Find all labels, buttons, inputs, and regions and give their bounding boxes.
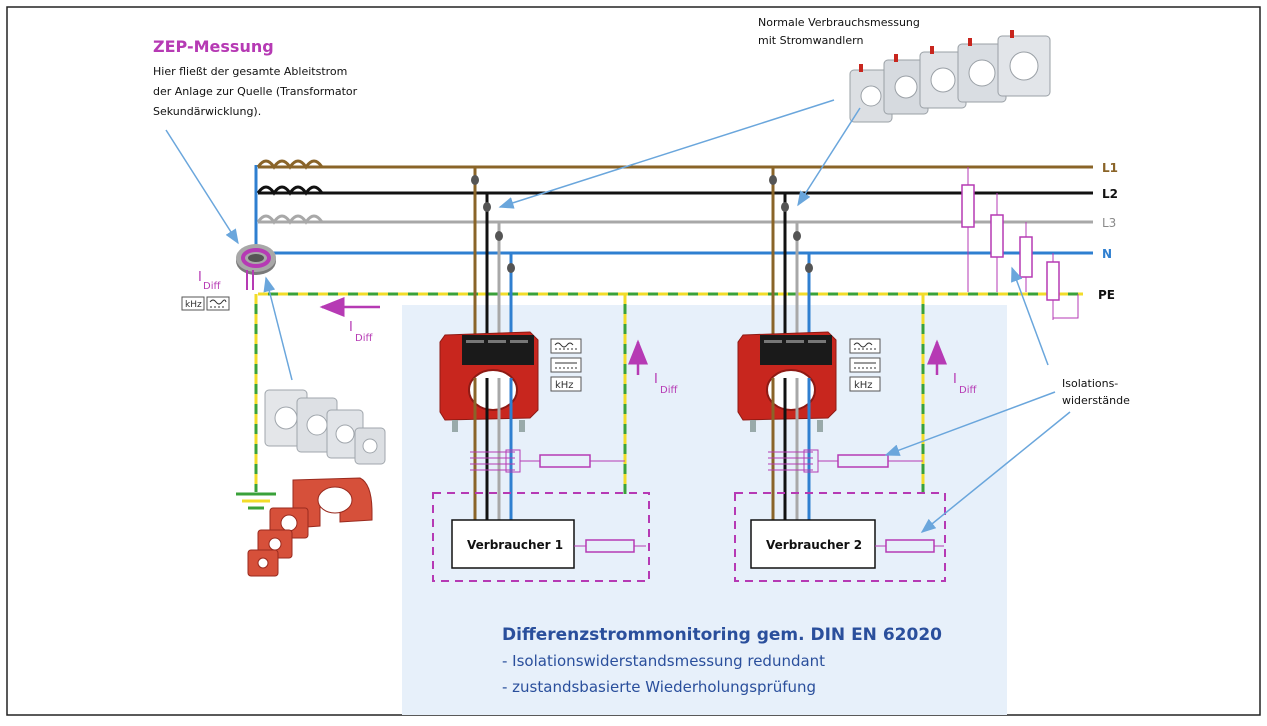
footer-item-2: - zustandsbasierte Wiederholungsprüfung <box>502 678 816 696</box>
zep-desc-2: der Anlage zur Quelle (Transformator <box>153 85 358 98</box>
svg-text:I: I <box>654 372 658 387</box>
ground-symbol <box>236 492 276 510</box>
rcm1-indicators: kHz <box>550 338 582 392</box>
insulation-pointer-bottom <box>920 411 1071 533</box>
svg-text:kHz: kHz <box>854 380 873 391</box>
coil-l2 <box>256 185 324 196</box>
svg-text:I: I <box>349 320 353 335</box>
consumer2-dashed-box <box>734 492 946 582</box>
label-l2: L2 <box>1102 187 1118 201</box>
normal-pointer-2 <box>797 107 861 207</box>
svg-text:I: I <box>198 270 202 285</box>
rcm2-indicators: kHz <box>849 338 881 392</box>
svg-text:I: I <box>953 372 957 387</box>
feeder1-insulation <box>470 449 625 473</box>
line-insulation-resistors <box>961 167 1079 320</box>
coil-l1 <box>256 159 324 170</box>
insulation-label-2: widerstände <box>1062 394 1130 407</box>
zep-title: ZEP-Messung <box>153 37 274 56</box>
label-l3: L3 <box>1102 216 1116 230</box>
idiff-arrow-feeder2: I Diff <box>927 339 977 396</box>
zep-desc-3: Sekundärwicklung). <box>153 105 261 118</box>
consumer1-dashed-box <box>432 492 650 582</box>
footer-title: Differenzstrommonitoring gem. DIN EN 620… <box>502 625 942 645</box>
feeder2-insulation <box>768 449 923 473</box>
svg-text:Diff: Diff <box>355 333 373 344</box>
rcm-transformer-2 <box>737 331 837 432</box>
label-n: N <box>1102 247 1112 261</box>
zep-current-transformer <box>236 244 276 290</box>
consumer-1: Verbraucher 1 <box>451 519 646 569</box>
insulation-pointer-mid <box>884 391 1056 456</box>
normal-pointer-1 <box>498 99 835 209</box>
ct-photo-pointer <box>263 276 293 381</box>
normal-measurement-line2: mit Stromwandlern <box>758 34 863 47</box>
zep-ac-box <box>206 296 230 311</box>
zep-khz-box: kHz <box>181 296 205 311</box>
normal-measurement-line1: Normale Verbrauchsmessung <box>758 16 920 29</box>
insulation-label-1: Isolations- <box>1062 377 1118 390</box>
svg-text:Diff: Diff <box>660 385 678 396</box>
bus-lines <box>254 159 1093 492</box>
label-l1: L1 <box>1102 161 1118 175</box>
consumer2-label: Verbraucher 2 <box>766 538 862 552</box>
consumer-2: Verbraucher 2 <box>750 519 944 569</box>
footer-item-1: - Isolationswiderstandsmessung redundant <box>502 652 825 670</box>
coil-l3 <box>256 214 324 225</box>
insulation-pointer-top <box>1011 266 1049 366</box>
consumer1-label: Verbraucher 1 <box>467 538 563 552</box>
ct-photo-left-white <box>264 389 386 465</box>
svg-text:Diff: Diff <box>203 281 221 292</box>
zep-pointer <box>165 129 239 245</box>
rcm-transformer-1 <box>439 331 539 432</box>
svg-text:Diff: Diff <box>959 385 977 396</box>
svg-text:kHz: kHz <box>555 380 574 391</box>
zep-desc-1: Hier fließt der gesamte Ableitstrom <box>153 65 347 78</box>
ct-photo-top <box>849 30 1051 123</box>
ct-photo-left-red <box>247 477 373 577</box>
svg-text:kHz: kHz <box>185 300 202 310</box>
idiff-arrow-left: I Diff <box>319 297 380 344</box>
label-pe: PE <box>1098 288 1115 302</box>
idiff-arrow-feeder1: I Diff <box>628 339 678 396</box>
zep-idiff-label: I Diff <box>198 270 221 292</box>
line-labels: L1 L2 L3 N PE <box>1098 161 1118 302</box>
